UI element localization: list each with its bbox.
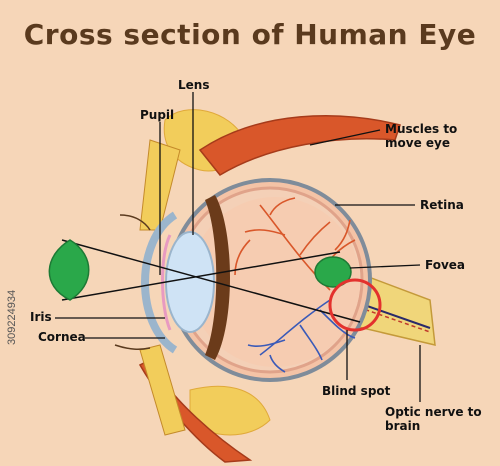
label-retina: Retina	[420, 198, 464, 212]
lower-eyelid-fat	[139, 344, 186, 436]
lens	[165, 231, 215, 333]
label-cornea: Cornea	[38, 330, 86, 344]
label-blind-spot: Blind spot	[322, 384, 391, 398]
leaf-object	[48, 239, 90, 301]
blind-spot-circle	[328, 278, 382, 332]
upper-muscle	[198, 115, 401, 176]
page-title: Cross section of Human Eye	[23, 18, 477, 51]
stock-watermark: 309224934	[6, 289, 18, 345]
label-fovea: Fovea	[425, 258, 466, 272]
iris	[205, 195, 230, 360]
label-optic-nerve: Optic nerve to brain	[385, 405, 482, 433]
vitreous-body	[190, 197, 360, 367]
pupil-edge	[161, 234, 172, 331]
light-ray-2	[61, 251, 341, 301]
label-iris: Iris	[30, 310, 52, 324]
leader-lines	[55, 92, 421, 402]
fovea	[314, 256, 352, 288]
retinal-vessels-blue	[247, 299, 356, 373]
upper-eyelid-line	[119, 214, 151, 231]
light-ray-1	[61, 239, 361, 323]
lower-eyelid-line	[114, 344, 151, 350]
label-lens: Lens	[178, 78, 210, 92]
label-muscles: Muscles to move eye	[385, 122, 458, 150]
label-pupil: Pupil	[140, 108, 175, 122]
